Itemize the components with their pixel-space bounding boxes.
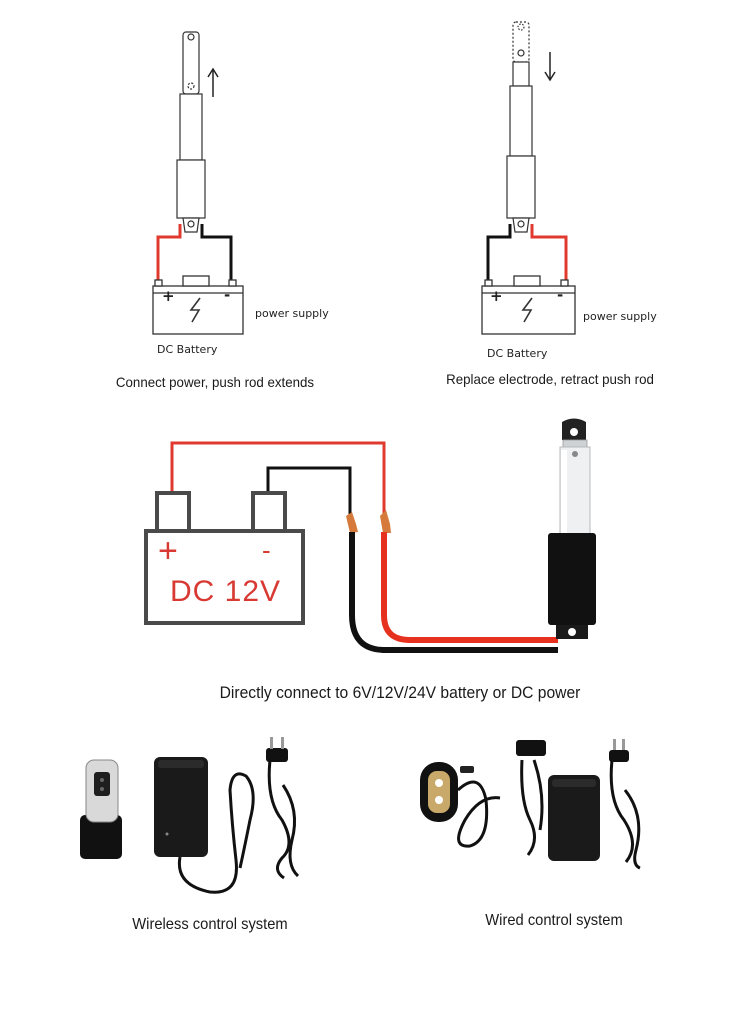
stripped-wire-ends <box>346 510 391 533</box>
wired-power-adapter <box>548 775 600 861</box>
power-adapter <box>154 757 208 857</box>
extend-caption: Connect power, push rod extends <box>115 374 315 390</box>
black-wire <box>200 224 233 285</box>
actuator-extended <box>176 31 206 233</box>
power-supply-label: power supply <box>583 310 657 323</box>
wireless-caption: Wireless control system <box>132 916 288 933</box>
wired-remote <box>420 762 458 822</box>
dc-battery <box>481 275 576 335</box>
red-wire-top <box>170 441 386 518</box>
wireless-remote <box>80 759 122 859</box>
extend-arrow-icon <box>207 67 219 97</box>
battery-plus-sign: + <box>158 532 178 570</box>
battery-minus: - <box>224 286 231 304</box>
cable-connector <box>460 766 474 773</box>
dc-battery <box>152 275 244 335</box>
power-supply-label: power supply <box>255 307 329 320</box>
dc-battery-label: DC Battery <box>487 347 548 360</box>
battery-voltage-label: DC 12V <box>170 575 282 608</box>
direct-connect-caption: Directly connect to 6V/12V/24V battery o… <box>219 683 581 702</box>
battery-plus: + <box>162 287 175 305</box>
wired-cables <box>456 759 641 870</box>
cables <box>177 759 300 894</box>
battery-minus-sign: - <box>262 535 271 565</box>
red-cable <box>381 532 558 643</box>
battery-12v <box>144 491 305 625</box>
dc-battery-label: DC Battery <box>157 343 218 356</box>
wired-caption: Wired control system <box>485 912 623 929</box>
red-wire <box>156 224 182 285</box>
black-wire-top <box>266 466 352 518</box>
actuator-retracted <box>506 21 536 233</box>
retract-caption: Replace electrode, retract push rod <box>446 371 654 387</box>
red-wire <box>530 224 568 285</box>
retract-arrow-icon <box>544 52 556 82</box>
linear-actuator <box>548 418 596 639</box>
battery-plus: + <box>490 287 503 305</box>
wired-plugs <box>516 739 629 762</box>
power-plug <box>266 737 288 762</box>
battery-minus: - <box>557 286 564 304</box>
black-wire <box>486 224 512 285</box>
black-cable <box>349 532 558 653</box>
